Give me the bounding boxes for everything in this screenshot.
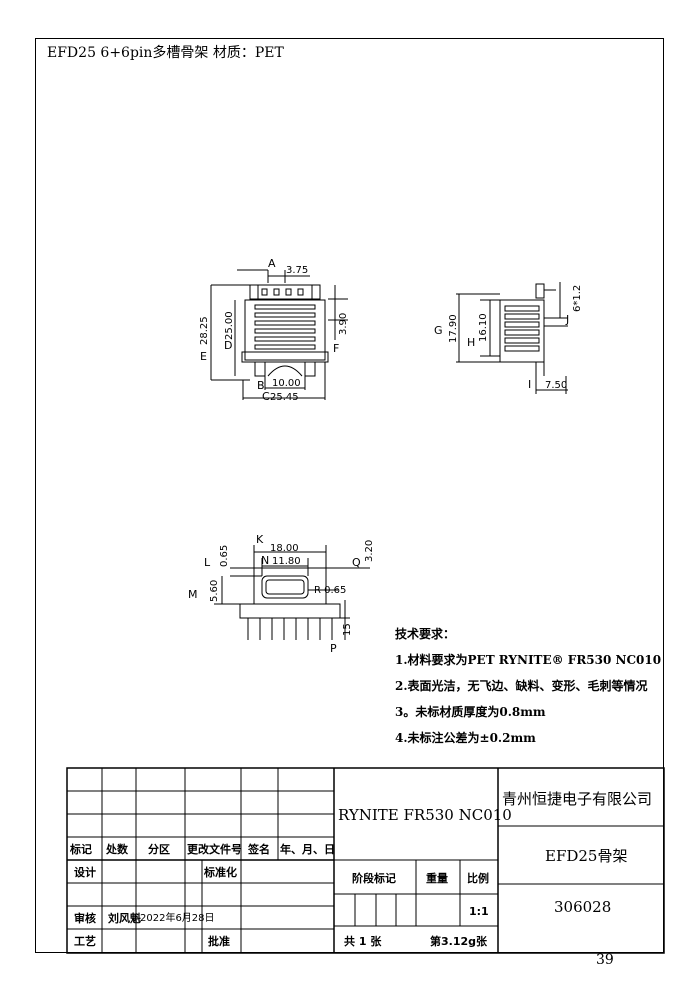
tb-drawing-number: 306028	[554, 898, 611, 916]
dim-k-label: K	[256, 533, 264, 546]
side-view	[456, 282, 568, 394]
dim-f-value: 3.90	[338, 313, 349, 335]
tb-standardize: 标准化	[203, 865, 237, 879]
dim-j-label: J	[565, 313, 569, 326]
dim-b-label: B	[257, 379, 265, 392]
dim-i-value: 7.50	[545, 380, 567, 391]
tb-mark: 标记	[69, 842, 92, 856]
dim-g-value: 17.90	[448, 314, 459, 343]
tb-weight: 重量	[426, 871, 448, 885]
tb-reviewer: 刘风魁	[108, 911, 141, 925]
dim-e-label: E	[200, 350, 207, 363]
tb-count: 处数	[105, 842, 129, 856]
front-view	[210, 269, 348, 400]
dim-m-label: M	[188, 588, 198, 601]
dim-c-label: C	[262, 390, 270, 403]
dim-r-value: R 0.65	[314, 585, 346, 596]
tb-date: 年、月、日	[280, 842, 335, 856]
tb-review-date: 2022年6月28日	[140, 911, 215, 924]
dim-d-value: 25.00	[224, 311, 235, 340]
tb-sign: 签名	[247, 842, 270, 856]
tb-company: 青州恒捷电子有限公司	[502, 790, 652, 808]
dim-n-label: N	[261, 554, 269, 567]
tb-approve: 批准	[208, 934, 230, 948]
tech-requirement-item: 4.未标注公差为±0.2mm	[395, 731, 536, 745]
dim-a-label: A	[268, 257, 276, 270]
dim-b-value: 10.00	[272, 378, 301, 389]
dim-i-label: I	[528, 378, 531, 391]
tb-process: 工艺	[74, 934, 96, 948]
dim-f-label: F	[333, 342, 339, 355]
tb-total: 共 1 张	[344, 934, 382, 948]
bottom-view	[214, 545, 370, 640]
tb-stage-mark: 阶段标记	[352, 871, 396, 885]
tech-requirement-item: 2.表面光洁，无飞边、缺料、变形、毛刺等情况	[395, 679, 648, 693]
tb-doc-no: 更改文件号	[187, 842, 242, 856]
tech-requirement-item: 1.材料要求为PET RYNITE® FR530 NC010	[395, 653, 662, 667]
tb-scale: 比例	[467, 871, 489, 885]
dim-h-label: H	[467, 336, 475, 349]
tb-scale-value: 1:1	[469, 905, 489, 918]
dim-q-value: 3.20	[364, 540, 375, 562]
tb-part-name: EFD25骨架	[545, 847, 627, 865]
dim-h-value: 16.10	[478, 313, 489, 342]
page-number: 39	[596, 952, 614, 968]
dim-g-label: G	[434, 324, 443, 337]
tb-design: 设计	[74, 865, 96, 879]
dim-l-value: 0.65	[219, 545, 230, 567]
tech-requirement-item: 3。未标材质厚度为0.8mm	[395, 705, 546, 719]
tb-material: RYNITE FR530 NC010	[338, 806, 512, 824]
dim-d-label: D	[224, 339, 232, 352]
tb-zone: 分区	[148, 842, 170, 856]
drawing-title: EFD25 6+6pin多槽骨架 材质：PET	[47, 45, 284, 61]
dim-p-label: P	[330, 642, 337, 655]
tb-sheet: 第3.12g张	[430, 934, 488, 948]
dim-c-value: 25.45	[270, 392, 299, 403]
dim-a-value: 3.75	[286, 265, 308, 276]
tb-review: 审核	[74, 911, 96, 925]
tech-requirements-title: 技术要求：	[395, 627, 456, 641]
dim-j-value: 6*1.2	[572, 285, 583, 312]
title-block	[66, 767, 665, 954]
tech-requirements: 技术要求： 1.材料要求为PET RYNITE® FR530 NC010 2.表…	[395, 625, 661, 755]
dim-n-value: 11.80	[272, 556, 301, 567]
dim-m-value: 5.60	[209, 580, 220, 602]
dim-e-value: 28.25	[199, 316, 210, 345]
dim-l-label: L	[204, 556, 211, 569]
dim-k-value: 18.00	[270, 543, 299, 554]
dim-p-value: 15	[342, 623, 353, 636]
dim-q-label: Q	[352, 556, 361, 569]
